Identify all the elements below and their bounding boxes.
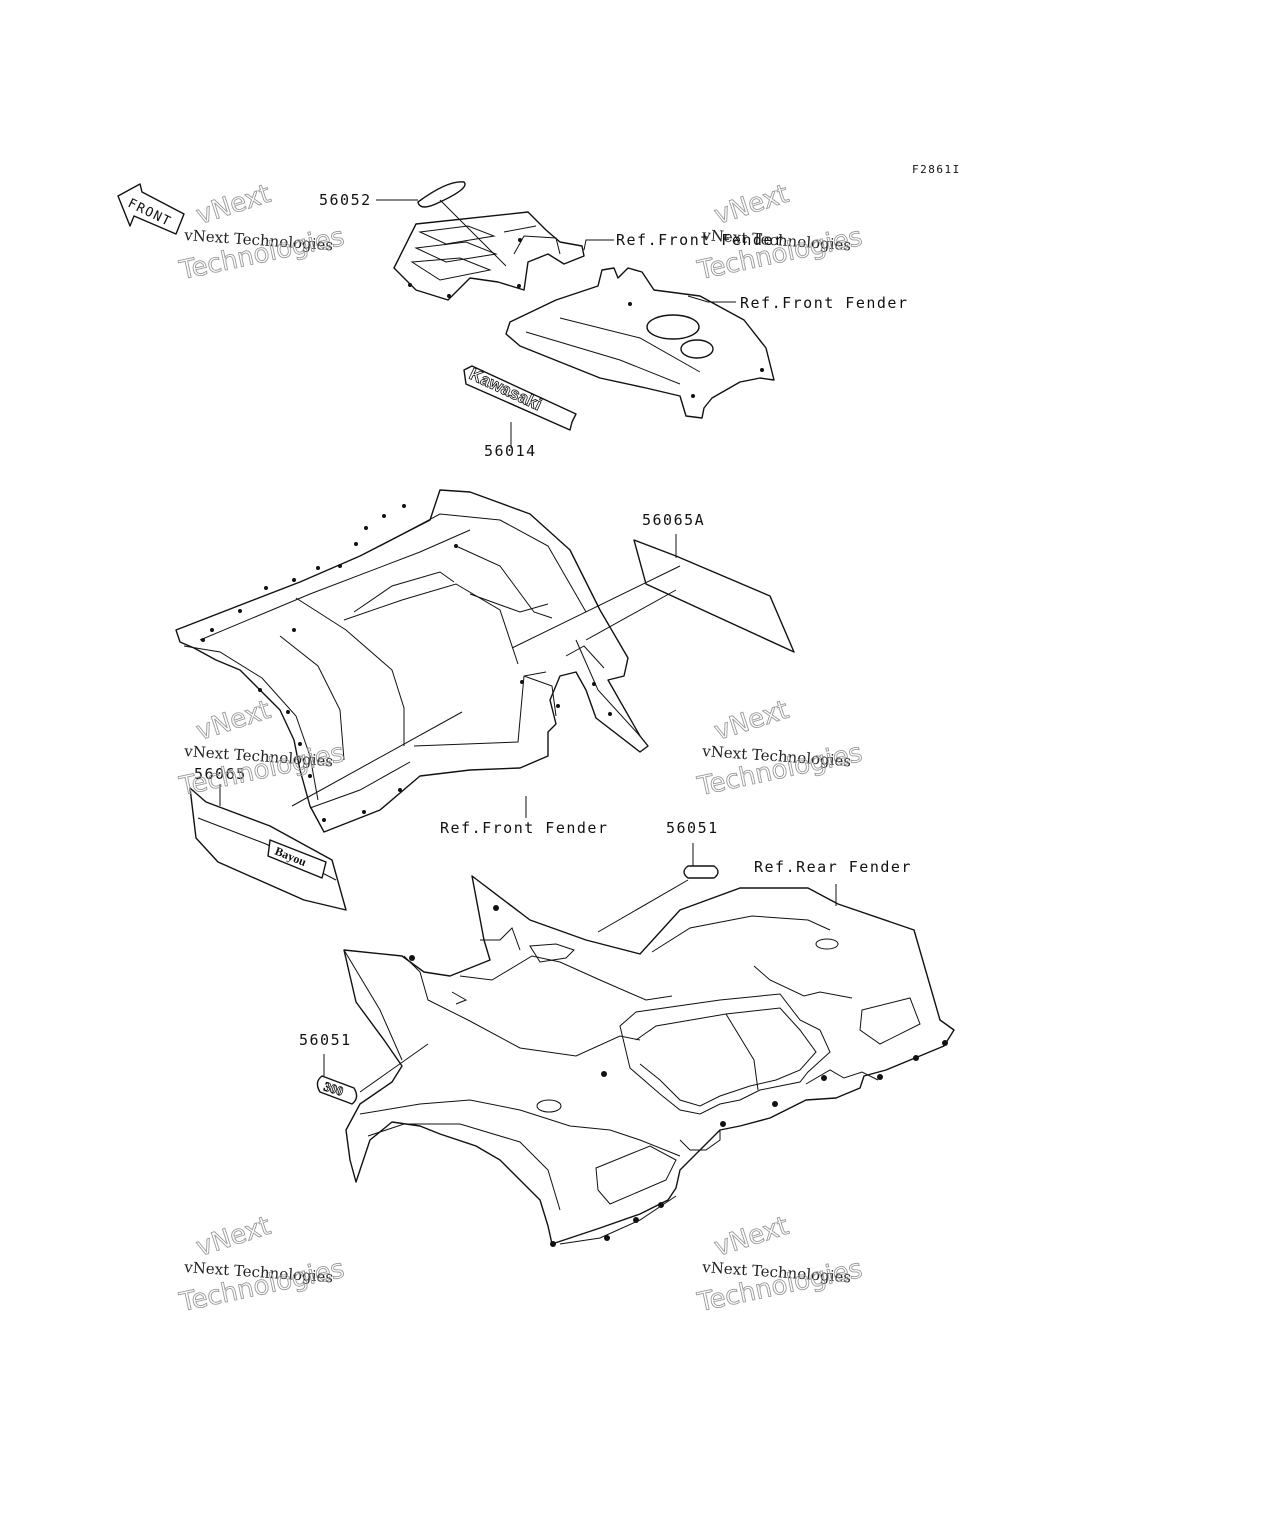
- label-56065: 56065: [194, 765, 247, 783]
- svg-text:vNext: vNext: [711, 695, 793, 747]
- front-fender-upper: [505, 267, 775, 419]
- leader-lines: [219, 199, 837, 1093]
- label-ref-front-fender-2: Ref.Front Fender: [740, 294, 909, 312]
- label-ref-rear-fender: Ref.Rear Fender: [754, 858, 912, 876]
- decal-56014-kawasaki: Kawasaki: [463, 364, 577, 431]
- label-56014: 56014: [484, 442, 537, 460]
- decal-56065A: [633, 539, 795, 653]
- label-56065A: 56065A: [642, 511, 705, 529]
- fender-mounting-holes: [201, 504, 612, 822]
- front-direction-arrow: FRONT: [117, 183, 185, 235]
- front-fender-lower: [175, 489, 649, 833]
- rear-fender: [343, 875, 955, 1247]
- decal-56065-bayou: Bayou: [189, 787, 347, 911]
- model-300-text: 300: [322, 1079, 345, 1099]
- label-56052: 56052: [319, 191, 372, 209]
- rear-fender-holes: [409, 905, 948, 1247]
- label-56051-bottom: 56051: [299, 1031, 352, 1049]
- decal-56052: [417, 181, 466, 208]
- watermark-5: vNext Technologies vNext Technologies: [176, 1211, 347, 1319]
- svg-text:vNext: vNext: [193, 1211, 275, 1263]
- watermark-4: vNext Technologies vNext Technologies: [694, 695, 865, 803]
- label-56051-top: 56051: [666, 819, 719, 837]
- svg-text:vNext: vNext: [711, 1211, 793, 1263]
- svg-text:vNext: vNext: [711, 179, 793, 231]
- decal-56051-300-badge: 300: [316, 1075, 358, 1105]
- figure-code: F2861I: [912, 163, 961, 176]
- watermark-2: vNext Technologies vNext Technologies: [694, 179, 865, 287]
- svg-text:vNext: vNext: [193, 695, 275, 747]
- decal-56051-top: [683, 865, 719, 879]
- label-ref-front-fender-1: Ref.Front Fender: [616, 231, 785, 249]
- front-rack-cover: [393, 211, 585, 301]
- svg-text:vNext: vNext: [193, 179, 275, 231]
- watermark-6: vNext Technologies vNext Technologies: [694, 1211, 865, 1319]
- label-ref-front-fender-3: Ref.Front Fender: [440, 819, 609, 837]
